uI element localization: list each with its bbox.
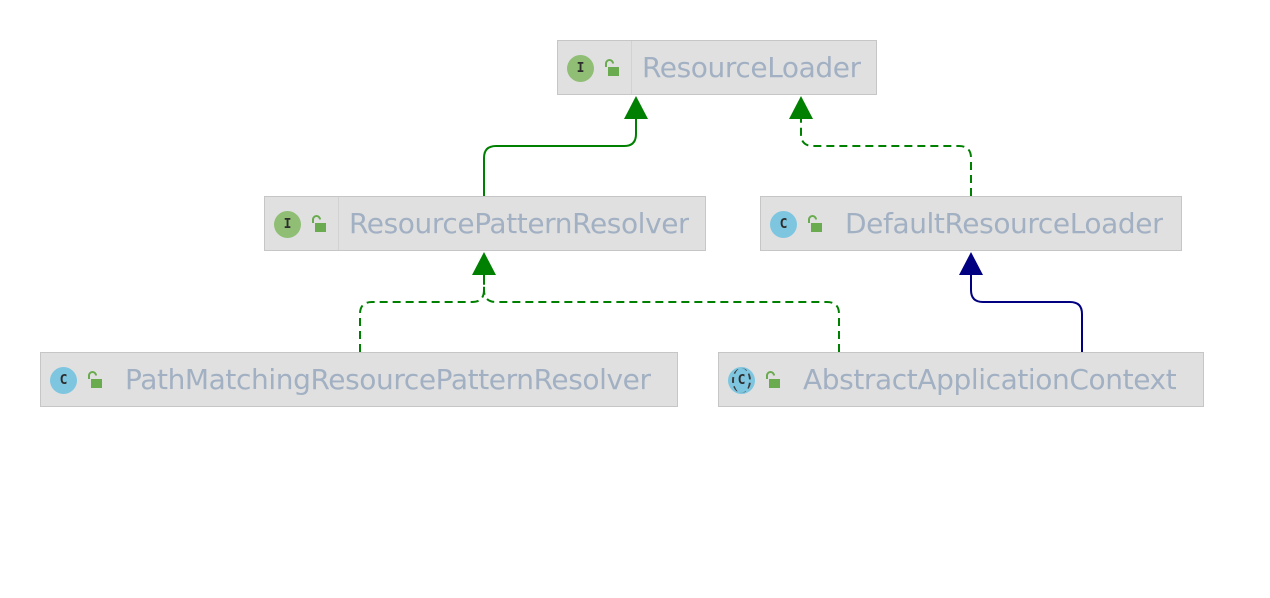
edge-resourcepatternresolver-to-resourceloader (483, 118, 637, 196)
edge-defaultresourceloader-to-resourceloader (800, 118, 972, 196)
abstract-class-icon: C (728, 367, 755, 394)
class-icon: C (770, 211, 797, 238)
unlocked-icon (312, 215, 326, 232)
node-label: ResourceLoader (642, 51, 861, 84)
node-label: ResourcePatternResolver (349, 207, 690, 240)
interface-icon: I (274, 211, 301, 238)
interface-icon: I (567, 55, 594, 82)
node-label: DefaultResourceLoader (845, 207, 1164, 240)
node-divider (338, 197, 339, 250)
unlocked-icon (605, 59, 619, 76)
arrowhead-resourceloader-left (624, 96, 648, 119)
node-abstractapplicationcontext[interactable]: C AbstractApplicationContext (718, 352, 1204, 407)
node-divider (631, 41, 632, 94)
node-pathmatchingresourcepatternresolver[interactable]: C PathMatchingResourcePatternResolver (40, 352, 678, 407)
edge-pathmatching-to-resourcepatternresolver (359, 274, 485, 352)
class-icon: C (50, 367, 77, 394)
unlocked-icon (88, 371, 102, 388)
node-label: PathMatchingResourcePatternResolver (125, 363, 651, 396)
node-resourceloader[interactable]: I ResourceLoader (557, 40, 877, 95)
edge-abstractapplicationcontext-to-resourcepatternresolver (483, 274, 840, 352)
arrowhead-resourcepatternresolver (472, 252, 496, 275)
node-label: AbstractApplicationContext (803, 363, 1177, 396)
unlocked-icon (766, 371, 780, 388)
arrowhead-defaultresourceloader (959, 252, 983, 275)
arrowhead-resourceloader-right (789, 96, 813, 119)
edge-abstractapplicationcontext-to-defaultresourceloader (970, 274, 1083, 352)
node-resourcepatternresolver[interactable]: I ResourcePatternResolver (264, 196, 706, 251)
unlocked-icon (808, 215, 822, 232)
node-defaultresourceloader[interactable]: C DefaultResourceLoader (760, 196, 1182, 251)
